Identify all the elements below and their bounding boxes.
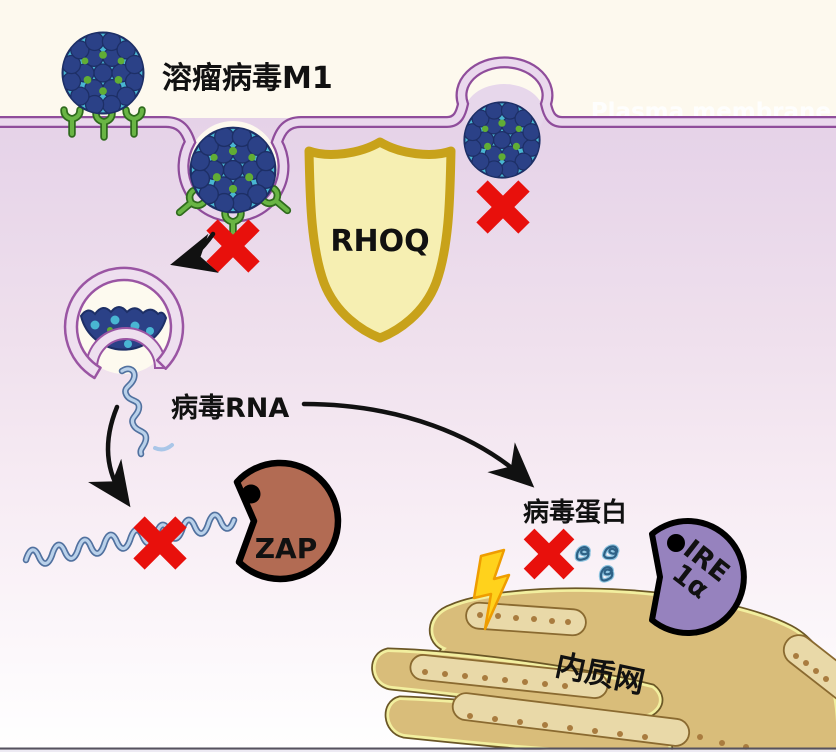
bottom-border-line bbox=[0, 747, 836, 750]
er-ribosome-dots bbox=[422, 612, 829, 750]
rna-degradation: ZAP bbox=[22, 459, 342, 583]
plasma-membrane bbox=[0, 56, 836, 223]
arrow-rna-to-protein bbox=[301, 401, 535, 488]
ire1a-protein: IRE 1α bbox=[649, 518, 747, 636]
arrow-to-endosome bbox=[170, 231, 219, 273]
viral-protein-label: 病毒蛋白 bbox=[523, 497, 627, 528]
rna-fragment bbox=[153, 443, 174, 452]
ire1a-eye bbox=[667, 534, 685, 552]
zap-eye bbox=[241, 484, 261, 504]
er-channels bbox=[409, 601, 836, 747]
viral-rna-escaping bbox=[118, 365, 174, 458]
viral-rna-label: 病毒RNA bbox=[171, 393, 289, 424]
endosome bbox=[63, 266, 185, 380]
oncolytic-virus-label: 溶瘤病毒M1 bbox=[162, 61, 333, 96]
oncolytic-virus-free bbox=[62, 32, 143, 137]
endosome-membrane bbox=[63, 266, 185, 380]
arrows bbox=[88, 231, 535, 508]
oncolytic-virus-blocked bbox=[464, 102, 540, 178]
zap-protein: ZAP bbox=[233, 459, 342, 583]
endoplasmic-reticulum: 内质网 bbox=[376, 592, 836, 752]
bottom-border-strip bbox=[0, 749, 836, 752]
rhoq-label: RHOQ bbox=[330, 224, 429, 259]
lightning-icon bbox=[472, 548, 511, 631]
zap-label: ZAP bbox=[255, 532, 318, 565]
rhoq-shield: RHOQ bbox=[304, 137, 456, 343]
arrow-rna-to-zap bbox=[88, 404, 131, 508]
